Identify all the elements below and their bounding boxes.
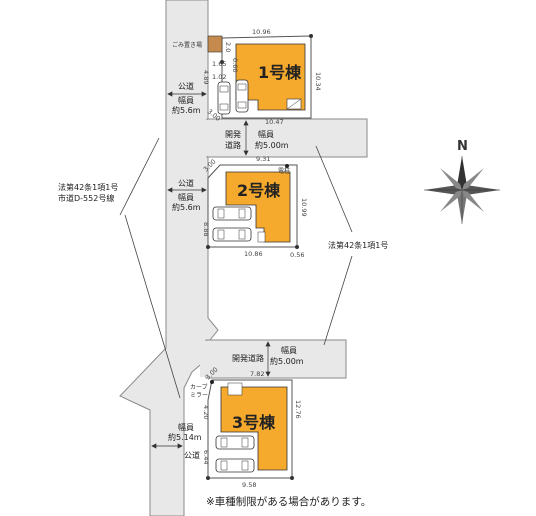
dim-lot2-corner: 0.56 xyxy=(290,251,304,259)
dim-lot1-right: 10.34 xyxy=(314,72,322,91)
dim-lot2-left: 8.88 xyxy=(202,222,210,236)
public-road-width-label-1: 幅員 xyxy=(178,95,194,105)
utility-pole-label: 電柱 xyxy=(278,167,290,175)
public-road-main xyxy=(119,0,219,516)
public-road-width-label-3: 幅員 xyxy=(178,422,194,432)
road-law-left-1: 法第42条1項1号 xyxy=(58,182,118,192)
public-road-width-value-2: 約5.6m xyxy=(172,202,201,212)
dev-road-width-value-2: 約5.00m xyxy=(270,356,304,366)
lot-1-car-1 xyxy=(217,81,231,115)
lot-3 xyxy=(206,379,294,480)
lot-3-car-1 xyxy=(215,435,255,450)
utility-pole-icon xyxy=(285,164,289,168)
public-road-label-2: 公道 xyxy=(178,178,194,188)
lot-2-name: 2号棟 xyxy=(237,181,281,200)
dim-lot2-right: 10.99 xyxy=(300,198,308,217)
dim-lot2-bottom: 10.86 xyxy=(244,250,263,258)
curve-mirror-icon xyxy=(210,380,214,384)
dev-road-label-1: 開発 xyxy=(225,130,241,139)
lot-2-car-1 xyxy=(212,206,252,221)
dim-lot2-top: 9.31 xyxy=(256,155,270,163)
width-arrows xyxy=(151,91,271,449)
lot-2 xyxy=(206,164,299,249)
lot-1-name: 1号棟 xyxy=(258,63,302,82)
north-compass-icon xyxy=(424,156,500,224)
public-road-width-label-2: 幅員 xyxy=(178,192,194,202)
lot-1 xyxy=(207,34,313,119)
dim-lot1-e: 2.0 xyxy=(224,42,232,52)
lot-3-car-2 xyxy=(215,458,255,473)
roads xyxy=(119,0,368,516)
dim-lot1-left: 4.89 xyxy=(202,70,210,84)
public-road-width-value-3: 約5.14m xyxy=(168,432,202,442)
dev-road-label-2: 道路 xyxy=(225,140,241,150)
leader-lines xyxy=(119,137,353,399)
lot-2-car-2 xyxy=(212,227,252,242)
dim-lot1-a: 1.65 xyxy=(212,60,226,68)
curve-mirror-label-1: カーブ xyxy=(190,383,208,391)
lot-3-building xyxy=(220,386,288,471)
dim-lot3-bottom: 9.58 xyxy=(242,481,256,489)
lot-2-building xyxy=(225,171,291,243)
public-road-label-3: 公道 xyxy=(184,450,200,460)
lot-1-car-2 xyxy=(235,79,249,113)
development-road-lower xyxy=(205,339,347,379)
garbage-area-label: ごみ置き場 xyxy=(172,41,202,49)
dim-lot3-right: 12.76 xyxy=(294,400,302,419)
public-road-width-value-1: 約5.6m xyxy=(172,105,201,115)
dim-lot1-c: 0.60 xyxy=(231,58,239,72)
road-law-right: 法第42条1項1号 xyxy=(328,240,388,250)
north-label: N xyxy=(457,139,468,154)
dev-road-width-label-1: 幅員 xyxy=(258,129,274,139)
dim-lot3-left-upper: 4.20 xyxy=(202,405,210,419)
lot-3-name: 3号棟 xyxy=(232,413,276,432)
dev-road-label-lower: 開発道路 xyxy=(232,353,264,363)
dev-road-width-label-2: 幅員 xyxy=(281,345,297,355)
curve-mirror-label-2: ミラー xyxy=(190,392,208,399)
dev-road-width-value-1: 約5.00m xyxy=(255,140,289,150)
garbage-area xyxy=(207,35,223,53)
road-law-left-2: 市道D-552号線 xyxy=(58,193,114,203)
dim-lot1-b: 1.02 xyxy=(212,73,226,81)
public-road-label-1: 公道 xyxy=(178,81,194,91)
vehicle-restriction-note: ※車種制限がある場合があります。 xyxy=(206,495,371,508)
dim-lot3-left-lower: 6.44 xyxy=(202,450,210,464)
dim-lot1-top: 10.96 xyxy=(252,28,271,36)
dim-lot1-bottom: 10.47 xyxy=(265,118,284,126)
dim-lot3-top: 7.82 xyxy=(250,370,264,378)
